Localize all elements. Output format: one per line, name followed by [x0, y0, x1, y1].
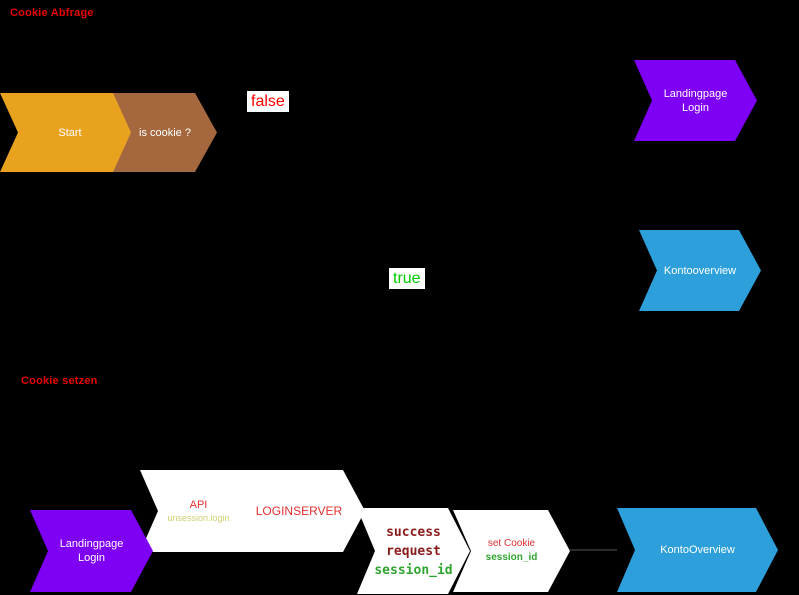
- section-title-cookie-setzen: Cookie setzen: [21, 375, 98, 387]
- set-cookie-label: set Cookie: [487, 538, 536, 549]
- section-title-cookie-abfrage: Cookie Abfrage: [10, 7, 94, 19]
- session-request-label: request: [386, 543, 441, 559]
- kontooverview-node-query: Kontooverview: [639, 230, 761, 311]
- landingpage-login-set-line1: Landingpage: [59, 538, 124, 550]
- kontooverview-label-set: KontoOverview: [660, 544, 735, 556]
- loginserver-node: LOGINSERVER: [233, 470, 365, 552]
- landingpage-login-set-line2: Login: [78, 552, 105, 564]
- set-cookie-node: set Cookie session_id: [453, 510, 570, 592]
- false-branch-label: false: [247, 91, 289, 112]
- connector-line: [570, 549, 617, 551]
- landingpage-login-node-query: Landingpage Login: [634, 60, 757, 141]
- start-node: Start: [0, 93, 140, 172]
- api-label: API: [189, 499, 208, 511]
- api-node: API unsession.login: [140, 470, 257, 552]
- session-id-label: session_id: [374, 562, 453, 578]
- session-response-node: success request session_id: [357, 508, 470, 594]
- landingpage-login-line2: Login: [682, 101, 709, 114]
- start-node-label: Start: [58, 126, 82, 139]
- session-success-label: success: [386, 524, 441, 540]
- set-cookie-session-id-label: session_id: [485, 552, 538, 563]
- true-branch-label: true: [389, 268, 425, 289]
- api-sublabel: unsession.login: [167, 513, 230, 523]
- kontooverview-node-set: KontoOverview: [617, 508, 778, 592]
- landingpage-login-node-set: Landingpage Login: [30, 510, 153, 592]
- loginserver-label: LOGINSERVER: [255, 503, 343, 518]
- is-cookie-label: is cookie ?: [139, 126, 191, 139]
- kontooverview-label-query: Kontooverview: [663, 264, 737, 277]
- landingpage-login-line1: Landingpage: [663, 87, 728, 100]
